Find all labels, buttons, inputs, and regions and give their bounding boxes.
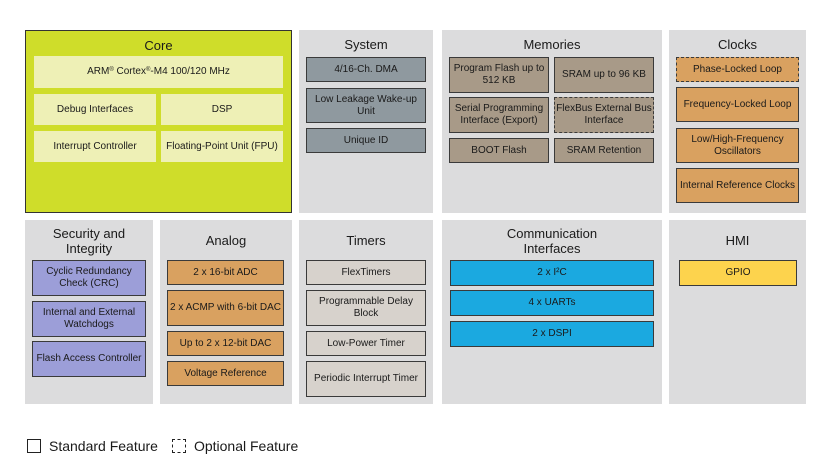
wakeup-unit-block: Low Leakage Wake-up Unit: [306, 88, 426, 123]
acmp-block: 2 x ACMP with 6-bit DAC: [167, 290, 284, 326]
oscillators-block: Low/High-Frequency Oscillators: [676, 128, 799, 163]
sram-retention-block: SRAM Retention: [554, 138, 654, 163]
security-panel: Security and Integrity Cyclic Redundancy…: [25, 220, 153, 404]
fpu-block: Floating-Point Unit (FPU): [161, 131, 283, 162]
communication-title: Communication Interfaces: [506, 226, 598, 256]
voltage-reference-block: Voltage Reference: [167, 361, 284, 386]
core-panel: Core ARM® Cortex®-M4 100/120 MHz Debug I…: [25, 30, 292, 213]
adc-block: 2 x 16-bit ADC: [167, 260, 284, 285]
dac-block: Up to 2 x 12-bit DAC: [167, 331, 284, 356]
security-title: Security and Integrity: [52, 226, 126, 256]
core-title: Core: [144, 38, 173, 53]
sram-block: SRAM up to 96 KB: [554, 57, 654, 93]
standard-feature-swatch: [27, 439, 41, 453]
standard-feature-label: Standard Feature: [49, 438, 158, 454]
hmi-title: HMI: [725, 233, 750, 248]
system-title: System: [344, 37, 388, 52]
memories-panel: Memories Program Flash up to 512 KB SRAM…: [442, 30, 662, 213]
crc-block: Cyclic Redundancy Check (CRC): [32, 260, 146, 296]
clocks-title: Clocks: [717, 37, 757, 52]
serial-programming-block: Serial Programming Interface (Export): [449, 97, 549, 133]
dsp-block: DSP: [161, 94, 283, 125]
program-flash-block: Program Flash up to 512 KB: [449, 57, 549, 93]
debug-interfaces-block: Debug Interfaces: [34, 94, 156, 125]
periodic-interrupt-timer-block: Periodic Interrupt Timer: [306, 361, 426, 397]
gpio-block: GPIO: [679, 260, 797, 286]
flexbus-block: FlexBus External Bus Interface: [554, 97, 654, 133]
internal-reference-clocks-block: Internal Reference Clocks: [676, 168, 799, 203]
i2c-block: 2 x I²C: [450, 260, 654, 286]
dma-block: 4/16-Ch. DMA: [306, 57, 426, 82]
dspi-block: 2 x DSPI: [450, 321, 654, 347]
optional-feature-swatch: [171, 439, 186, 453]
system-panel: System 4/16-Ch. DMA Low Leakage Wake-up …: [299, 30, 433, 213]
unique-id-block: Unique ID: [306, 128, 426, 153]
cpu-label: ARM® Cortex®-M4 100/120 MHz: [87, 66, 230, 77]
pll-block: Phase-Locked Loop: [676, 57, 799, 82]
memories-title: Memories: [523, 37, 581, 52]
hmi-panel: HMI GPIO: [669, 220, 806, 404]
optional-feature-label: Optional Feature: [193, 438, 299, 454]
analog-panel: Analog 2 x 16-bit ADC 2 x ACMP with 6-bi…: [160, 220, 292, 404]
uarts-block: 4 x UARTs: [450, 290, 654, 316]
fll-block: Frequency-Locked Loop: [676, 87, 799, 122]
core-cpu-block: ARM® Cortex®-M4 100/120 MHz: [34, 56, 283, 88]
boot-flash-block: BOOT Flash: [449, 138, 549, 163]
flextimers-block: FlexTimers: [306, 260, 426, 285]
flash-access-controller-block: Flash Access Controller: [32, 341, 146, 377]
timers-panel: Timers FlexTimers Programmable Delay Blo…: [299, 220, 433, 404]
programmable-delay-block: Programmable Delay Block: [306, 290, 426, 326]
timers-title: Timers: [346, 233, 386, 248]
interrupt-controller-block: Interrupt Controller: [34, 131, 156, 162]
watchdogs-block: Internal and External Watchdogs: [32, 301, 146, 337]
clocks-panel: Clocks Phase-Locked Loop Frequency-Locke…: [669, 30, 806, 213]
analog-title: Analog: [205, 233, 247, 248]
communication-panel: Communication Interfaces 2 x I²C 4 x UAR…: [442, 220, 662, 404]
low-power-timer-block: Low-Power Timer: [306, 331, 426, 356]
legend: Standard Feature Optional Feature: [27, 438, 298, 454]
